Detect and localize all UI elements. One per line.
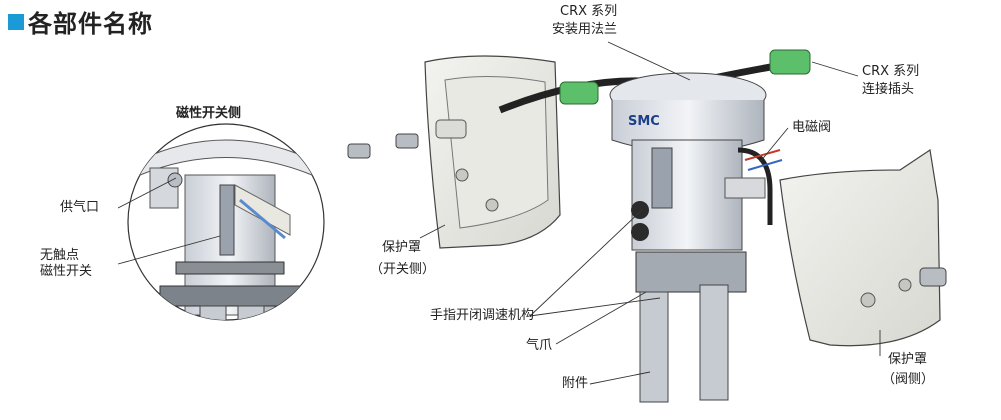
label-cover-valve-line1: 保护罩 — [888, 352, 928, 367]
label-crx-connector-line2: 连接插头 — [862, 82, 915, 97]
zoom-detail — [127, 123, 325, 321]
section-header: 各部件名称 — [8, 4, 153, 39]
cover-valve-side — [779, 148, 947, 347]
leader-lines — [117, 41, 881, 385]
gripper-body: SMC — [609, 72, 783, 403]
title-square-icon — [8, 13, 24, 30]
section-title: 各部件名称 — [28, 10, 153, 38]
label-crx-flange-line1: CRX 系列 — [560, 4, 618, 19]
connector-left-icon — [559, 81, 599, 105]
label-cover-valve-line2: （阀侧） — [882, 372, 935, 387]
connector-right-icon — [769, 49, 811, 75]
label-magnetic-switch-side: 磁性开关侧 — [176, 106, 242, 121]
label-speed-controller: 手指开闭调速机构 — [430, 308, 535, 323]
label-contactless-switch-line1: 无触点 — [40, 248, 80, 263]
cover-switch-side — [424, 55, 561, 249]
label-cover-switch-line1: 保护罩 — [382, 240, 422, 255]
label-solenoid-valve: 电磁阀 — [792, 120, 832, 135]
label-attachment: 附件 — [562, 376, 589, 391]
label-crx-flange-line2: 安装用法兰 — [552, 22, 618, 37]
label-cover-switch-line2: （开关侧） — [370, 262, 436, 277]
label-gripper: 气爪 — [526, 338, 553, 353]
label-contactless-switch-line2: 磁性开关 — [40, 264, 93, 279]
label-supply-port: 供气口 — [60, 200, 100, 215]
label-crx-connector-line1: CRX 系列 — [862, 64, 920, 79]
screws-left — [347, 133, 419, 159]
brand-logo: SMC — [628, 114, 660, 129]
